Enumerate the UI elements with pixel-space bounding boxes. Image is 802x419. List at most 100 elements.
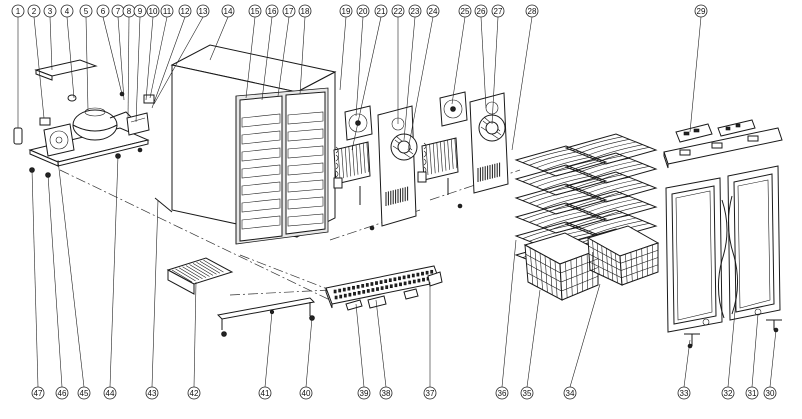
door-hinges bbox=[684, 319, 782, 349]
callout-balloon bbox=[146, 4, 160, 18]
callout-balloon bbox=[426, 4, 440, 18]
sensor-clip-2 bbox=[417, 171, 463, 209]
callout-balloon bbox=[357, 386, 371, 400]
callout-balloon bbox=[298, 4, 312, 18]
callout-leader bbox=[727, 299, 737, 388]
callout-leader bbox=[501, 239, 517, 388]
callout-number: 23 bbox=[411, 7, 420, 16]
callout-leader bbox=[355, 16, 364, 117]
callout-leader bbox=[491, 16, 499, 125]
callout-balloon bbox=[495, 386, 509, 400]
kick-plate-slots bbox=[333, 269, 435, 300]
callout-number: 22 bbox=[394, 7, 403, 16]
callout-balloon bbox=[265, 4, 279, 18]
callout-number: 4 bbox=[65, 7, 70, 16]
callout-leader bbox=[85, 16, 89, 111]
callout-number: 24 bbox=[429, 7, 438, 16]
callout-number: 28 bbox=[528, 7, 537, 16]
callout-leader bbox=[264, 311, 273, 388]
callout-leader bbox=[769, 329, 777, 388]
callout-number: 19 bbox=[342, 7, 351, 16]
callout-leader bbox=[245, 16, 256, 99]
callout-leader bbox=[49, 16, 53, 71]
callout-balloon bbox=[474, 4, 488, 18]
callout-balloon bbox=[339, 4, 353, 18]
callout-number: 15 bbox=[251, 7, 260, 16]
bottom-rail bbox=[216, 297, 316, 337]
callout-number: 36 bbox=[498, 389, 507, 398]
bottom-coil-fins bbox=[171, 259, 224, 283]
callout-balloon bbox=[145, 386, 159, 400]
callout-leader bbox=[31, 169, 39, 388]
callout-balloon bbox=[374, 4, 388, 18]
callout-balloon bbox=[391, 4, 405, 18]
callout-balloon bbox=[525, 4, 539, 18]
callout-leader bbox=[683, 339, 691, 388]
callout-number: 9 bbox=[138, 7, 143, 16]
callout-leader bbox=[751, 313, 759, 388]
callout-leader bbox=[403, 16, 416, 141]
glass-door-right bbox=[727, 165, 781, 321]
callout-balloon bbox=[160, 4, 174, 18]
drip-tray bbox=[34, 59, 98, 81]
callout-leader bbox=[153, 16, 204, 105]
callout-leader bbox=[149, 16, 168, 99]
callout-number: 39 bbox=[360, 389, 369, 398]
assembly-axis bbox=[239, 254, 331, 291]
bottom-evaporator-coil bbox=[166, 257, 234, 295]
callout-number: 45 bbox=[80, 389, 89, 398]
callout-number: 20 bbox=[359, 7, 368, 16]
callout-leader bbox=[305, 317, 313, 388]
condenser-fan bbox=[43, 123, 75, 157]
evaporator-coil-1-fins bbox=[335, 142, 370, 180]
compressor bbox=[72, 107, 133, 141]
callout-number: 35 bbox=[523, 389, 532, 398]
callout-balloon bbox=[423, 386, 437, 400]
small-parts-left bbox=[13, 91, 173, 213]
callout-number: 25 bbox=[461, 7, 470, 16]
callout-number: 3 bbox=[48, 7, 53, 16]
rear-panel-2-vent bbox=[477, 162, 501, 182]
callout-number: 5 bbox=[84, 7, 89, 16]
callout-balloon bbox=[677, 386, 691, 400]
callout-number: 46 bbox=[58, 389, 67, 398]
callout-number: 16 bbox=[268, 7, 277, 16]
callout-balloon bbox=[133, 4, 147, 18]
callout-number: 27 bbox=[494, 7, 503, 16]
callout-number: 8 bbox=[127, 7, 132, 16]
callout-leader bbox=[66, 16, 75, 99]
callout-balloon bbox=[178, 4, 192, 18]
callout-balloon bbox=[196, 4, 210, 18]
callout-balloon bbox=[745, 386, 759, 400]
callout-number: 34 bbox=[566, 389, 575, 398]
callout-number: 37 bbox=[426, 389, 435, 398]
control-display-pcb bbox=[717, 119, 756, 137]
callout-number: 32 bbox=[724, 389, 733, 398]
callout-number: 7 bbox=[116, 7, 121, 16]
callout-number: 17 bbox=[285, 7, 294, 16]
callout-number: 41 bbox=[261, 389, 270, 398]
callout-balloon bbox=[694, 4, 708, 18]
callout-balloon bbox=[379, 386, 393, 400]
callout-leader bbox=[33, 16, 45, 119]
callout-balloon bbox=[721, 386, 735, 400]
assembly-axis bbox=[229, 289, 331, 296]
rear-panel-1-vent bbox=[385, 186, 409, 206]
callout-balloon bbox=[103, 386, 117, 400]
callout-leader bbox=[102, 16, 123, 95]
callout-leader bbox=[117, 16, 125, 101]
callout-number: 47 bbox=[34, 389, 43, 398]
callout-balloon bbox=[43, 4, 57, 18]
callout-leader bbox=[135, 16, 141, 123]
callout-balloon bbox=[763, 386, 777, 400]
callout-leader bbox=[689, 16, 702, 133]
callout-number: 33 bbox=[680, 389, 689, 398]
callout-balloon bbox=[356, 4, 370, 18]
callout-balloon bbox=[96, 4, 110, 18]
callout-balloon bbox=[79, 4, 93, 18]
callout-leader bbox=[109, 155, 119, 388]
control-panel-fascia bbox=[663, 127, 783, 169]
callout-number: 30 bbox=[766, 389, 775, 398]
